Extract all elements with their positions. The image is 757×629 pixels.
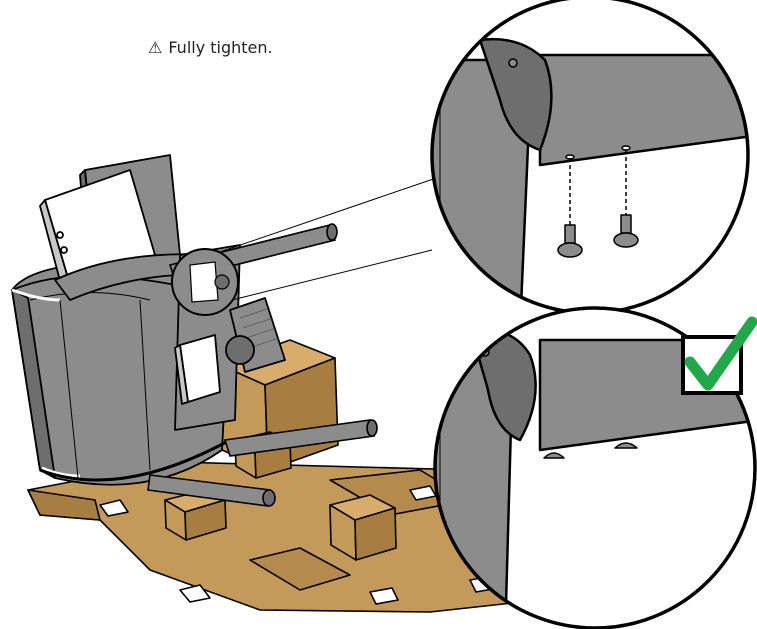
warning-triangle-icon: ⚠ [148, 38, 163, 57]
instruction-text: Fully tighten. [168, 38, 273, 57]
check-mark-icon [681, 316, 757, 395]
cardboard-blocks [164, 339, 397, 561]
zoom-callout [171, 174, 446, 316]
detail-before-tightening [430, 0, 750, 315]
instruction-caption: ⚠ Fully tighten. [148, 38, 273, 57]
